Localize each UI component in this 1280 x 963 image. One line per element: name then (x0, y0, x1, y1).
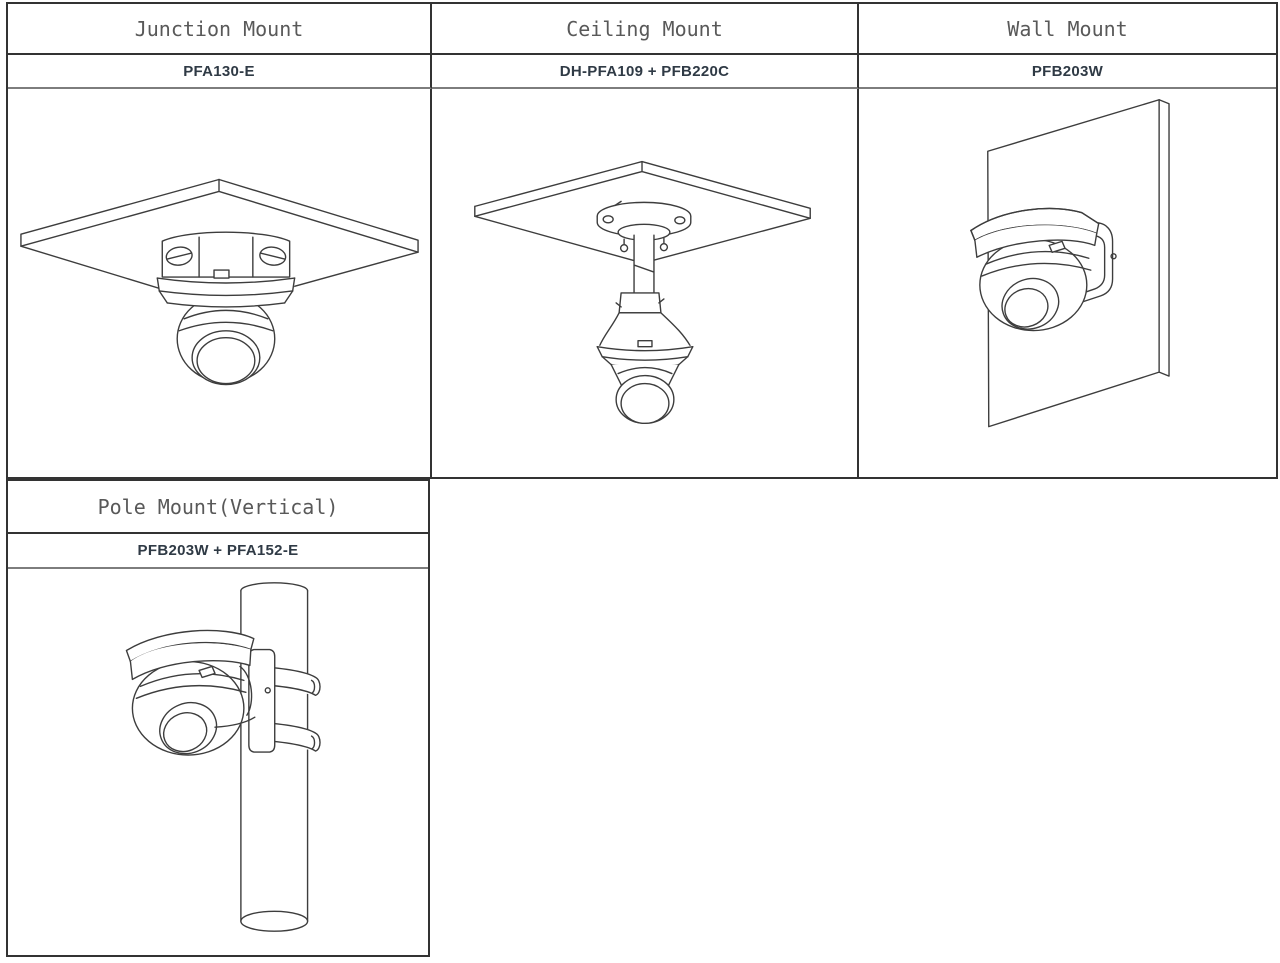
wall-mount-model: PFB203W (859, 55, 1276, 89)
pole-mount-drawing-cell (8, 569, 428, 955)
ceiling-mount-drawing-cell (432, 89, 859, 477)
mount-table-top-section: Junction Mount Ceiling Mount Wall Mount … (6, 2, 1278, 479)
ceiling-mount-model: DH-PFA109 + PFB220C (432, 55, 859, 89)
ceiling-mount-line-drawing (474, 160, 811, 425)
junction-mount-drawing-cell (8, 89, 432, 477)
pole-mount-model: PFB203W + PFA152-E (8, 534, 428, 569)
mount-table-bottom-section: Pole Mount(Vertical) PFB203W + PFA152-E (6, 479, 430, 957)
junction-mount-line-drawing (20, 178, 419, 386)
ceiling-mount-title: Ceiling Mount (432, 4, 859, 55)
junction-mount-model: PFA130-E (8, 55, 432, 89)
pole-mount-line-drawing (125, 582, 321, 932)
junction-mount-title: Junction Mount (8, 4, 432, 55)
wall-mount-title: Wall Mount (859, 4, 1276, 55)
wall-mount-line-drawing (970, 99, 1170, 428)
pole-mount-title: Pole Mount(Vertical) (8, 481, 428, 534)
wall-mount-drawing-cell (859, 89, 1276, 477)
